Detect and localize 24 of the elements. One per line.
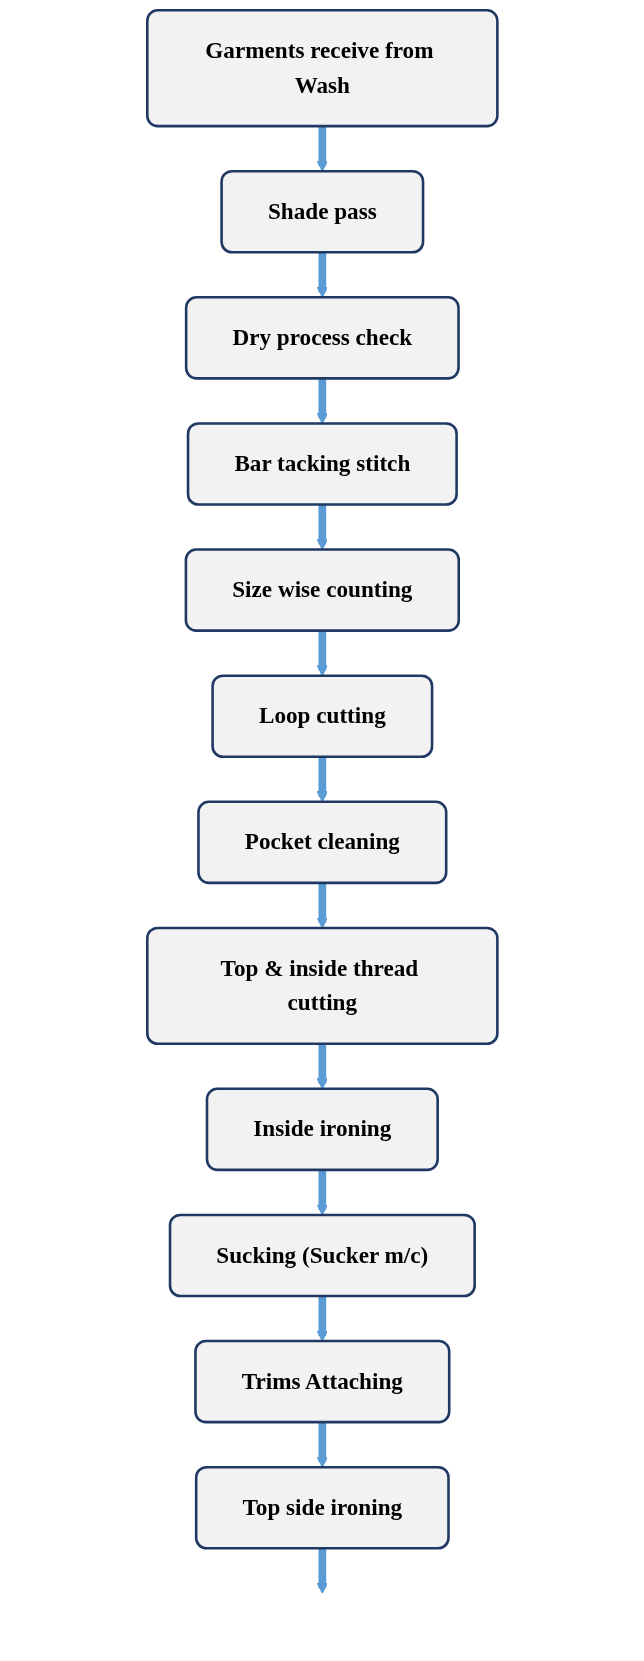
arrow [316,882,328,929]
arrow [316,630,328,677]
node-box: Size wise counting [184,548,460,632]
node-box: Inside ironing [205,1087,439,1172]
arrow [316,1295,328,1342]
node-box: Sucking (Sucker m/c) [168,1213,476,1298]
node-box: Top & inside thread cutting [145,926,499,1046]
node-box: Shade pass [219,169,425,254]
arrow [316,1422,328,1468]
node-box: Pocket cleaning [196,800,448,885]
arrow [316,756,328,803]
node-box: Dry process check [184,296,460,380]
arrow [316,378,328,424]
arrow [316,1043,328,1090]
node-box: Bar tacking stitch [186,422,458,506]
arrow [316,504,328,551]
arrow [316,252,328,298]
arrow [316,126,328,172]
node-box: Garments receive from Wash [145,9,499,128]
node-box: Top side ironing [194,1465,450,1550]
node-box: Loop cutting [210,674,434,759]
arrow [316,1548,328,1594]
node-box: Trims Attaching [193,1339,451,1424]
arrow [316,1169,328,1216]
